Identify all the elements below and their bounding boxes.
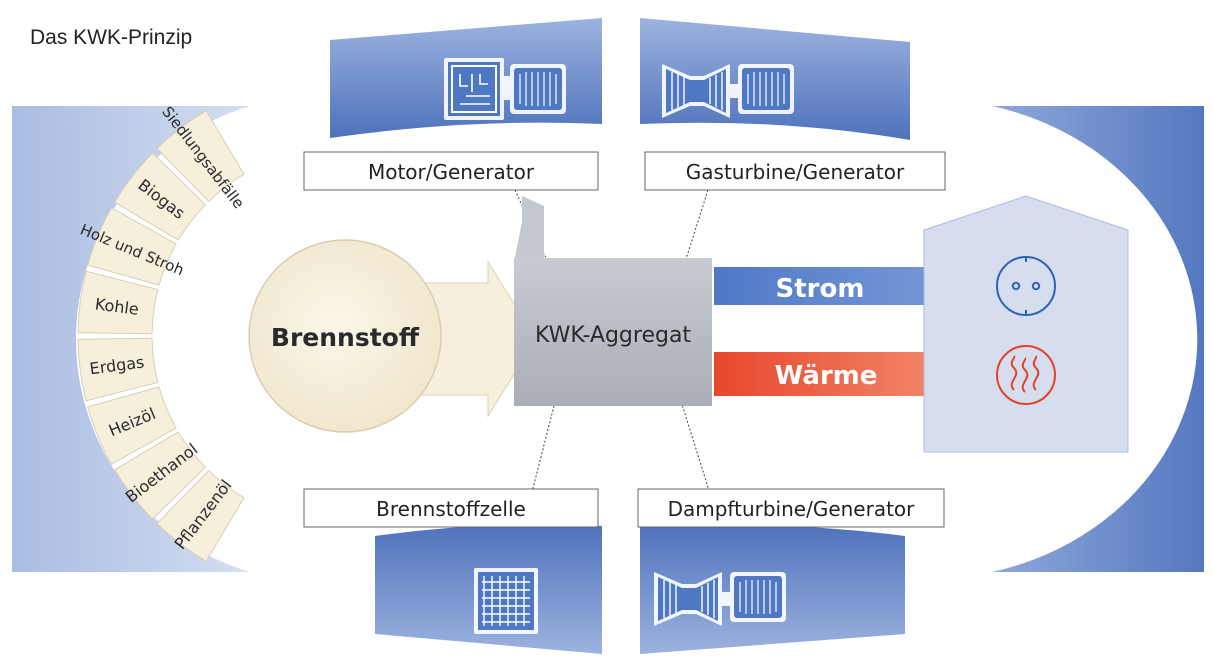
left-band xyxy=(12,106,250,572)
motor-generator-label: Motor/Generator xyxy=(368,160,535,184)
fuel-tab xyxy=(77,270,159,335)
brennstoff-circle xyxy=(248,239,442,433)
page-title: Das KWK-Prinzip xyxy=(30,26,193,49)
heat-waves-icon xyxy=(996,345,1056,405)
fuel-tab xyxy=(77,337,159,402)
brennstoff-label: Brennstoff xyxy=(271,323,420,352)
chimney xyxy=(514,196,544,262)
gasturbine-generator-box: Gasturbine/Generator xyxy=(644,151,946,191)
waerme-label: Wärme xyxy=(775,361,878,391)
fuel-tab xyxy=(156,110,245,203)
brennstoff-arrow xyxy=(419,260,537,418)
fuel-fan: PflanzenölBioethanolHeizölErdgasKohleHol… xyxy=(77,103,248,562)
strom-arrow xyxy=(714,248,990,324)
power-socket-icon xyxy=(996,256,1056,316)
steam-turbine-generator-icon xyxy=(654,572,786,626)
fuel-tab xyxy=(156,469,245,562)
kwk-aggregat-box xyxy=(514,258,712,406)
motor-generator-box: Motor/Generator xyxy=(303,151,599,191)
gas-turbine-generator-icon xyxy=(662,64,794,118)
brennstoffzelle-label: Brennstoffzelle xyxy=(376,497,526,521)
brennstoffzelle-box: Brennstoffzelle xyxy=(303,488,599,528)
right-band xyxy=(992,106,1204,572)
waerme-arrow xyxy=(714,330,990,418)
fuel-tab xyxy=(114,431,207,520)
kwk-aggregat-label: KWK-Aggregat xyxy=(535,323,691,348)
fuel-tab xyxy=(114,152,207,241)
engine-generator-icon xyxy=(444,58,566,120)
strom-label: Strom xyxy=(776,274,865,304)
fuel-cell-icon xyxy=(474,568,538,634)
fuel-tab xyxy=(87,207,177,286)
fuel-tab xyxy=(87,386,177,465)
dampfturbine-generator-label: Dampfturbine/Generator xyxy=(668,497,916,521)
dampfturbine-generator-box: Dampfturbine/Generator xyxy=(637,488,945,528)
house-shape xyxy=(923,195,1129,453)
gasturbine-generator-label: Gasturbine/Generator xyxy=(686,160,905,184)
